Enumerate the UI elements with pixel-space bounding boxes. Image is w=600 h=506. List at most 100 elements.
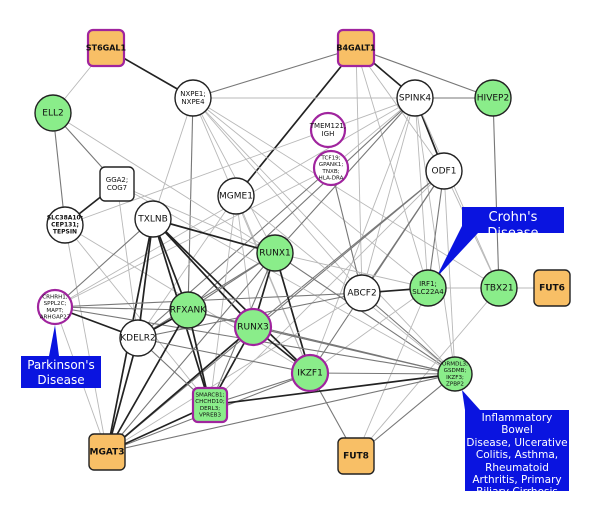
node-tbx21[interactable]: TBX21	[480, 269, 518, 307]
node-label: ORMDL3;	[442, 361, 468, 367]
node-abcf2[interactable]: ABCF2	[343, 274, 381, 312]
node-irf1[interactable]: IRF1;SLC22A4	[409, 269, 447, 307]
edge-runx1-mgat3	[106, 252, 276, 453]
node-kdelr2[interactable]: KDELR2	[119, 319, 157, 357]
node-label: ARHGAP27	[40, 315, 71, 321]
node-runx1[interactable]: RUNX1	[256, 234, 294, 272]
edge-spink4-tbx21	[414, 97, 500, 289]
node-label: DERL3;	[200, 406, 220, 412]
node-label: HIVEP2	[477, 94, 509, 104]
node-smarcb1[interactable]: SMARCB1;CHCHD10;DERL3;VPREB3	[191, 386, 229, 424]
node-shape[interactable]	[312, 149, 350, 187]
node-shape[interactable]	[99, 166, 135, 202]
node-spink4[interactable]: SPINK4	[396, 79, 434, 117]
callout-line: Crohn's Disease	[487, 210, 539, 242]
node-shape[interactable]	[34, 94, 72, 132]
node-shape[interactable]	[217, 177, 255, 215]
node-shape[interactable]	[425, 152, 463, 190]
node-label: ELL2	[42, 109, 63, 119]
edge-ell2-runx1	[52, 112, 276, 254]
node-shape[interactable]	[191, 386, 229, 424]
node-fut8[interactable]: FUT8	[337, 437, 375, 475]
node-label: IGH	[322, 130, 335, 138]
node-shape[interactable]	[134, 200, 172, 238]
node-label: TBX21	[483, 284, 513, 294]
node-shape[interactable]	[480, 269, 518, 307]
node-shape[interactable]	[233, 307, 273, 347]
node-gga2[interactable]: GGA2;COG7	[99, 166, 135, 202]
edge-kdelr2-mgat3	[106, 337, 139, 453]
node-shape[interactable]	[437, 356, 473, 392]
edge-mgme1-ikzf1	[235, 195, 311, 374]
node-hivep2[interactable]: HIVEP2	[474, 79, 512, 117]
callout-line: Rheumatoid	[485, 461, 549, 474]
node-label: FUT6	[539, 284, 565, 294]
node-label: NXPE1;	[180, 90, 206, 98]
node-b4galt1[interactable]: B4GALT1	[336, 28, 376, 68]
node-label: ABCF2	[347, 289, 376, 299]
parkinsons-disease-callout: Parkinson's Disease	[21, 356, 101, 388]
node-shape[interactable]	[86, 28, 126, 68]
node-label: COG7	[107, 184, 127, 192]
node-ikzf1[interactable]: IKZF1	[290, 353, 330, 393]
node-shape[interactable]	[174, 79, 212, 117]
node-st6gal1[interactable]: ST6GAL1	[86, 28, 127, 68]
node-shape[interactable]	[290, 353, 330, 393]
edge-nxpe-runx1	[192, 97, 276, 254]
node-shape[interactable]	[474, 79, 512, 117]
edge-spink4-ikzf1	[309, 97, 416, 374]
node-shape[interactable]	[119, 319, 157, 357]
node-runx3[interactable]: RUNX3	[233, 307, 273, 347]
edge-b4galt1-irf1	[355, 47, 429, 289]
node-ell2[interactable]: ELL2	[34, 94, 72, 132]
edge-spink4-abcf2	[361, 97, 416, 294]
node-shape[interactable]	[309, 111, 347, 149]
edge-irf1-ikzf1	[309, 287, 429, 374]
node-label: GSDMB;	[444, 368, 467, 374]
node-shape[interactable]	[337, 437, 375, 475]
node-shape[interactable]	[169, 291, 207, 329]
node-odf1[interactable]: ODF1	[425, 152, 463, 190]
node-nxpe[interactable]: NXPE1;NXPE4	[174, 79, 212, 117]
edge-nxpe-rfxank	[187, 97, 194, 311]
node-shape[interactable]	[256, 234, 294, 272]
edge-irf1-fut8	[355, 287, 429, 457]
edge-runx1-kdelr2	[137, 252, 276, 339]
node-txlnb[interactable]: TXLNB	[134, 200, 172, 238]
edge-spink4-slc38a10	[64, 97, 416, 226]
node-shape[interactable]	[533, 269, 571, 307]
edge-hivep2-tbx21	[492, 97, 500, 289]
node-tmem121[interactable]: TMEM121;IGH	[309, 111, 347, 149]
node-label: RUNX3	[237, 323, 268, 333]
node-shape[interactable]	[36, 288, 74, 326]
node-label: IKZF1	[297, 369, 323, 379]
node-slc38a10[interactable]: SLC38A10;CEP131;TEPSIN	[46, 206, 84, 244]
node-label: SLC22A4	[412, 288, 444, 296]
node-shape[interactable]	[88, 433, 126, 471]
node-ormdl3[interactable]: ORMDL3;GSDMB;IKZF3;ZPBP2	[437, 356, 473, 392]
node-fut6[interactable]: FUT6	[533, 269, 571, 307]
node-shape[interactable]	[46, 206, 84, 244]
node-crhr1[interactable]: CRHRH1;SPPL2C;MAPT;ARHGAP27	[36, 288, 74, 326]
edge-b4galt1-nxpe	[192, 47, 357, 99]
node-shape[interactable]	[409, 269, 447, 307]
edge-ormdl3-mgat3	[106, 373, 456, 453]
edge-ell2-slc38a10	[52, 112, 66, 226]
node-rfxank[interactable]: RFXANK	[169, 291, 207, 329]
callout-line: Colitis, Asthma,	[475, 449, 559, 462]
edge-rfxank-mgat3	[106, 309, 189, 453]
edge-tbx21-fut8	[355, 287, 500, 457]
node-tcf19[interactable]: TCF19;GPANK1;TNXB;HLA-DRA	[312, 149, 350, 187]
edge-txlnb-kdelr2	[137, 218, 154, 339]
edge-odf1-irf1	[427, 170, 445, 289]
node-shape[interactable]	[336, 28, 376, 68]
edge-b4galt1-odf1	[355, 47, 445, 172]
edge-crhr1-rfxank	[54, 306, 189, 311]
node-mgme1[interactable]: MGME1	[217, 177, 255, 215]
node-label: ODF1	[432, 167, 457, 177]
node-shape[interactable]	[396, 79, 434, 117]
node-shape[interactable]	[343, 274, 381, 312]
node-mgat3[interactable]: MGAT3	[88, 433, 126, 471]
node-label: B4GALT1	[336, 44, 376, 53]
edge-txlnb-runx3	[152, 218, 254, 328]
